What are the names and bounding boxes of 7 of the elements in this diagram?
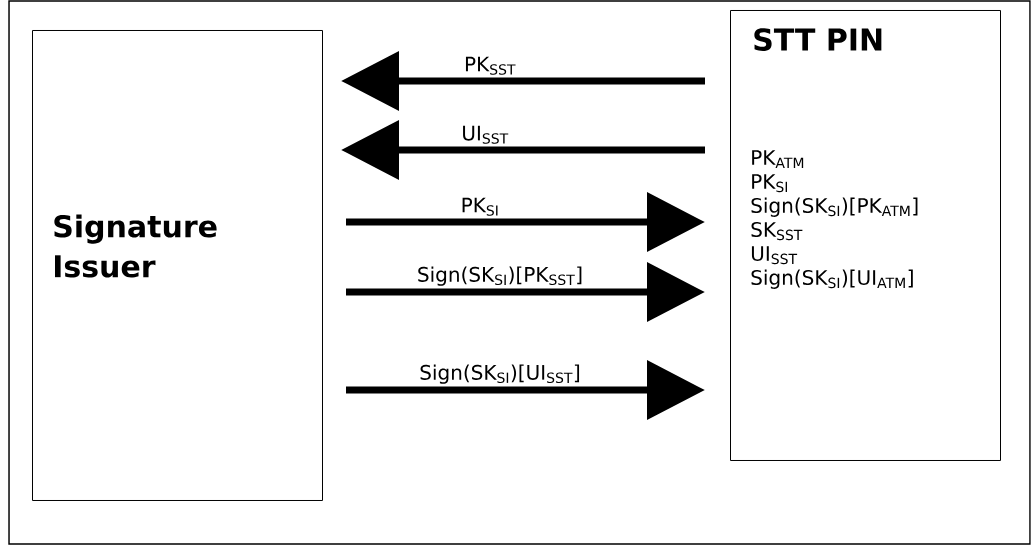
edge-label: Sign(SK$_{SI}$)[PK$_{SST}$] xyxy=(418,266,582,286)
edge-label: PK$_{SST}$ xyxy=(465,56,516,75)
entity-box: Signature Issuer xyxy=(32,30,323,501)
edge-label: UI$_{SST}$ xyxy=(463,125,509,144)
edge-label: PK$_{SI}$ xyxy=(462,197,498,216)
entity-box: STT PIN PK$_{ATM}$ PK$_{SI}$ Sign(SK$_{SI}$)[PK$_{ATM}$] SK$_{SST}$ UI$_{SST}$ Sign(SK$_{SI}$)[UI$_{ATM}$] xyxy=(730,10,1001,461)
edge-label: Sign(SK$_{SI}$)[UI$_{SST}$] xyxy=(420,364,580,384)
